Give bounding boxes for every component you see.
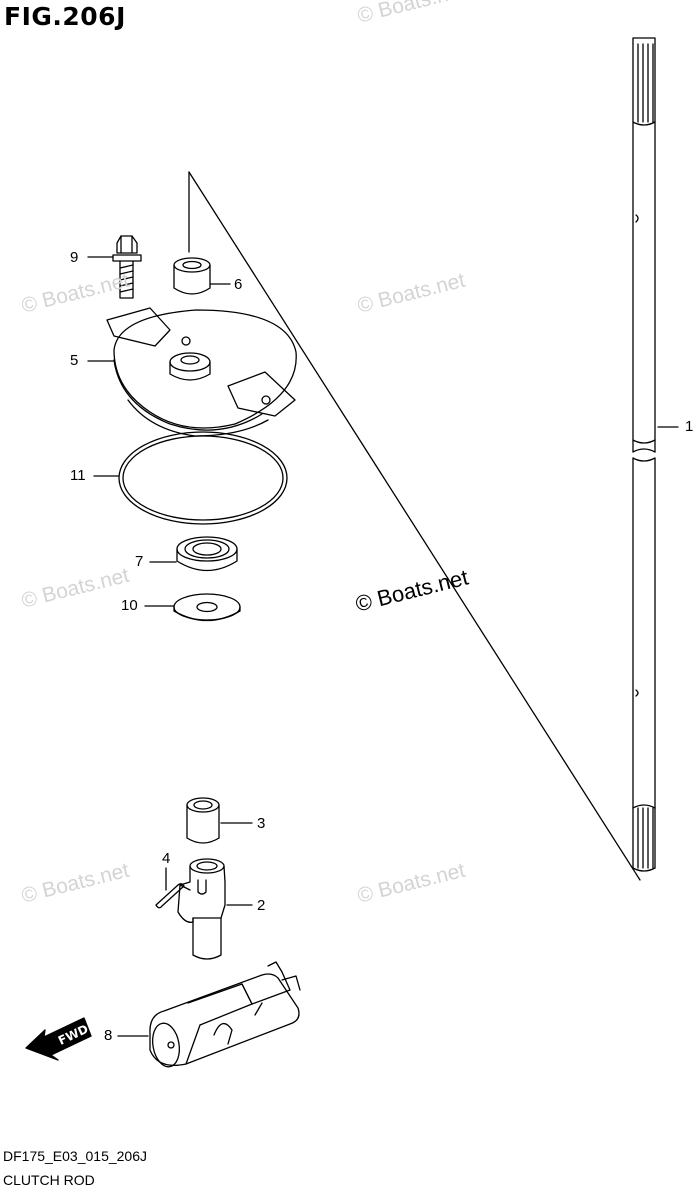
- clutch-rod-drawing: [632, 37, 656, 872]
- callout-1[interactable]: 1: [685, 418, 694, 435]
- footer-name: CLUTCH ROD: [3, 1172, 95, 1188]
- callout-5[interactable]: 5: [70, 352, 79, 369]
- callout-7[interactable]: 7: [135, 553, 144, 570]
- callout-9[interactable]: 9: [70, 249, 79, 266]
- bushing-drawing: [186, 797, 220, 844]
- callout-8[interactable]: 8: [104, 1027, 113, 1044]
- washer-drawing: [173, 593, 241, 622]
- callout-2[interactable]: 2: [257, 897, 266, 914]
- shifter-drawing: [149, 961, 301, 1068]
- figure-title: FIG.206J: [4, 2, 126, 31]
- footer-code: DF175_E03_015_206J: [3, 1148, 148, 1164]
- leader-lines: [87, 256, 679, 1037]
- bolt-drawing: [112, 235, 142, 299]
- pin-drawing: [155, 883, 185, 909]
- callout-3[interactable]: 3: [257, 815, 266, 832]
- callout-6[interactable]: 6: [234, 276, 243, 293]
- fwd-arrow-shape: [25, 1017, 92, 1061]
- assembly-line: [188, 171, 641, 881]
- callout-4[interactable]: 4: [162, 850, 171, 867]
- callout-10[interactable]: 10: [121, 597, 138, 614]
- housing-drawing: [106, 307, 297, 437]
- callout-11[interactable]: 11: [70, 467, 86, 484]
- o-ring-drawing: [118, 431, 288, 525]
- seal-drawing: [173, 257, 211, 295]
- guide-drawing: [177, 858, 226, 960]
- bearing-drawing: [176, 536, 238, 572]
